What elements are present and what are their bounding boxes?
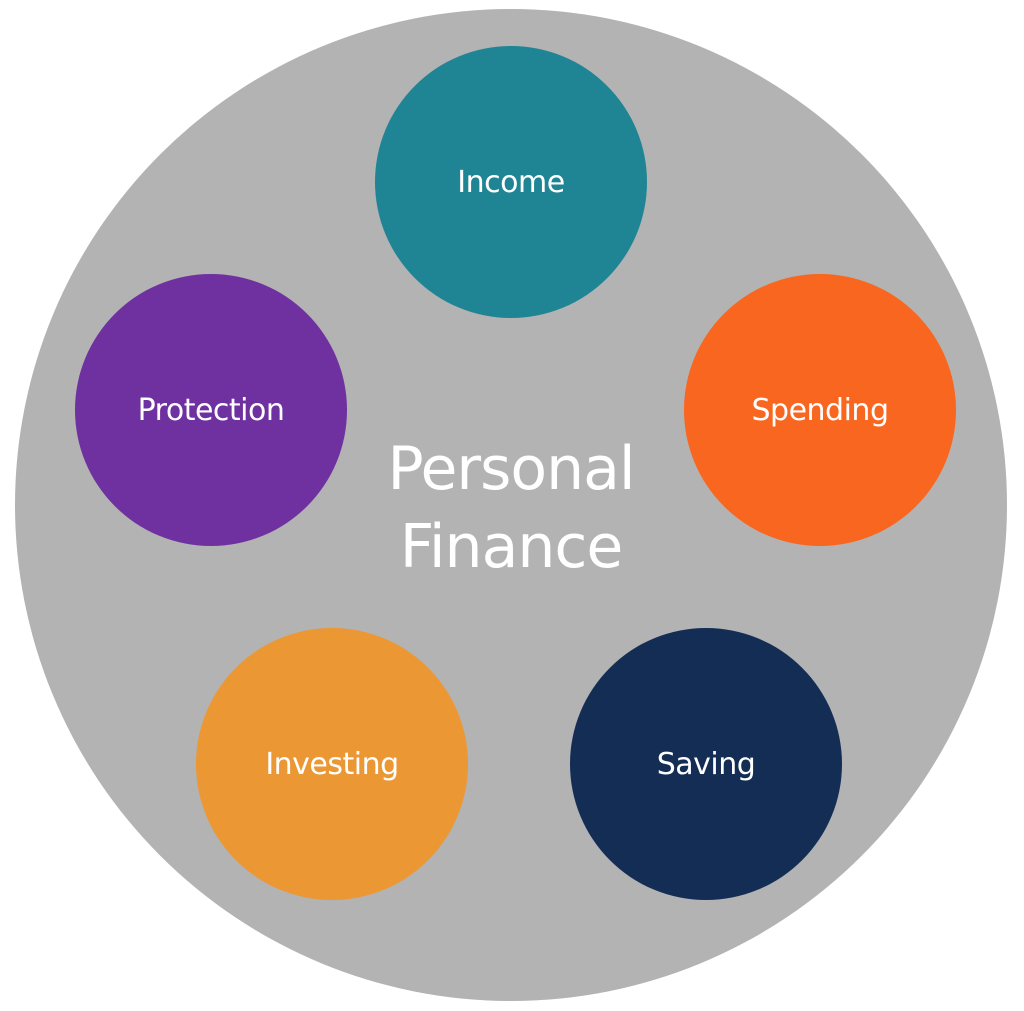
node-investing: Investing bbox=[196, 628, 468, 900]
node-label: Protection bbox=[137, 392, 285, 428]
node-spending: Spending bbox=[684, 274, 956, 546]
node-label: Income bbox=[457, 164, 565, 200]
node-saving: Saving bbox=[570, 628, 842, 900]
node-label: Saving bbox=[656, 746, 756, 782]
center-title-line1: Personal bbox=[387, 434, 635, 504]
center-title-line2: Finance bbox=[399, 512, 624, 582]
node-label: Spending bbox=[751, 392, 890, 428]
node-protection: Protection bbox=[75, 274, 347, 546]
center-title: Personal Finance bbox=[311, 430, 711, 586]
node-income: Income bbox=[375, 46, 647, 318]
node-label: Investing bbox=[265, 746, 399, 782]
